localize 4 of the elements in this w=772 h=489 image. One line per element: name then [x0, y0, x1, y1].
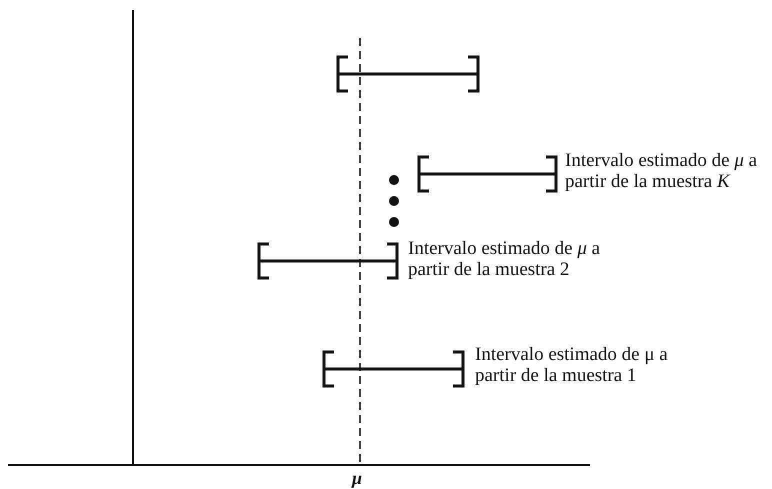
interval-label: Intervalo estimado de μ a partir de la muestra 1	[475, 344, 669, 386]
interval-label: Intervalo estimado de μ a partir de la muestra K	[565, 150, 758, 192]
interval-label: Intervalo estimado de μ a partir de la muestra 2	[408, 238, 602, 280]
mean-symbol: μ	[352, 468, 362, 489]
